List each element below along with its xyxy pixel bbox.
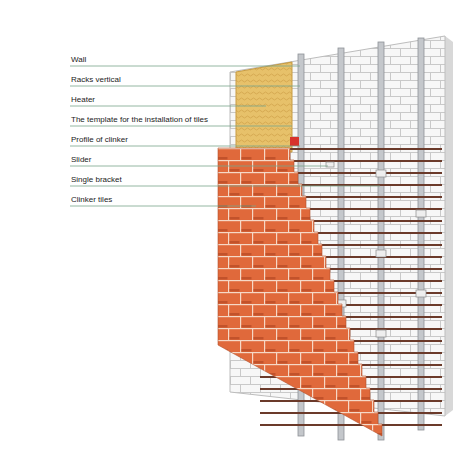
insulation bbox=[236, 62, 292, 152]
part-label: Heater bbox=[70, 95, 96, 105]
part-label: Racks vertical bbox=[70, 75, 122, 85]
part-label: The template for the installation of til… bbox=[70, 115, 209, 125]
part-label: Wall bbox=[70, 55, 87, 65]
clinker-tiles bbox=[218, 148, 382, 436]
part-label: Slider bbox=[70, 155, 92, 165]
wall-side bbox=[445, 36, 453, 416]
part-label: Single bracket bbox=[70, 175, 123, 185]
part-label: Clinker tiles bbox=[70, 195, 113, 205]
tile-template bbox=[290, 137, 299, 146]
leader-lines bbox=[70, 66, 380, 206]
part-label: Profile of clinker bbox=[70, 135, 129, 145]
